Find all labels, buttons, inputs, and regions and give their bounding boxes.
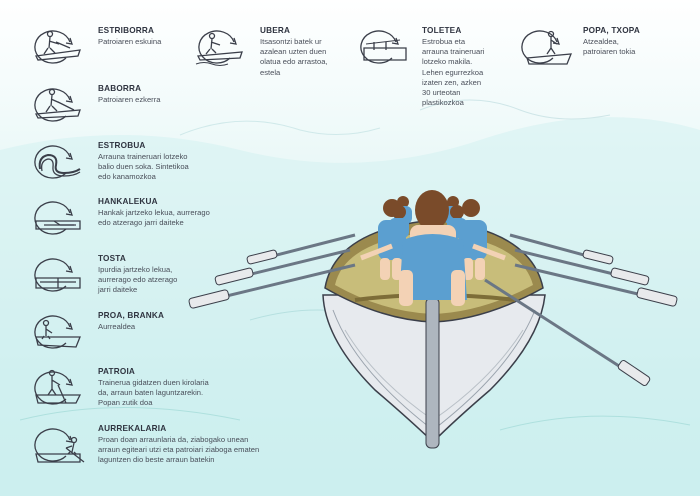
seat-icon bbox=[34, 258, 81, 292]
term-popa: POPA, TXOPA Atzealdea,patroiaren tokia bbox=[521, 26, 693, 65]
oars bbox=[188, 233, 678, 449]
term-estriborra: ESTRIBORRA Patroiaren eskuina bbox=[34, 26, 303, 64]
term-title: PROA, BRANKA bbox=[98, 311, 165, 320]
term-title: ESTRIBORRA bbox=[98, 26, 155, 35]
term-patroia: PATROIA Trainerua gidatzen duen kirolari… bbox=[34, 367, 303, 409]
rower-starboard-icon bbox=[34, 30, 81, 64]
footrest-icon bbox=[34, 201, 81, 235]
term-aurrekalaria: AURREKALARIA Proan doan arraunlaria da, … bbox=[34, 424, 318, 466]
stern-icon bbox=[521, 30, 572, 65]
thole-pin-icon bbox=[360, 30, 407, 64]
term-title: PATROIA bbox=[98, 367, 136, 376]
term-title: TOSTA bbox=[98, 254, 126, 263]
wake-icon bbox=[195, 30, 243, 66]
rowers bbox=[360, 190, 506, 306]
term-desc: Ipurdia jartzeko lekua,aurrerago edo atz… bbox=[98, 265, 178, 295]
term-title: TOLETEA bbox=[422, 26, 462, 35]
term-tosta: TOSTA Ipurdia jartzeko lekua,aurrerago e… bbox=[34, 254, 303, 296]
bow-rower-icon bbox=[34, 428, 85, 463]
bow-icon bbox=[34, 315, 81, 349]
term-desc: Proan doan arraunlaria da, ziabogako une… bbox=[98, 435, 260, 465]
term-desc: Patroiaren eskuina bbox=[98, 37, 162, 46]
trainera-illustration bbox=[188, 190, 678, 449]
term-title: HANKALEKUA bbox=[98, 197, 158, 206]
term-desc: Atzealdea,patroiaren tokia bbox=[583, 37, 636, 57]
rope-loop-icon bbox=[34, 145, 81, 179]
term-desc: Patroiaren ezkerra bbox=[98, 95, 161, 104]
coxswain-icon bbox=[34, 369, 82, 405]
term-baborra: BABORRA Patroiaren ezkerra bbox=[34, 84, 303, 122]
term-hankalekua: HANKALEKUA Hankak jartzeko lekua, aurrer… bbox=[34, 197, 303, 235]
term-title: BABORRA bbox=[98, 84, 142, 93]
term-proa: PROA, BRANKA Aurrealdea bbox=[34, 311, 303, 349]
rower-port-icon bbox=[34, 88, 81, 122]
term-title: ESTROBUA bbox=[98, 141, 146, 150]
term-title: POPA, TXOPA bbox=[583, 26, 640, 35]
term-title: UBERA bbox=[260, 26, 291, 35]
term-desc: Aurrealdea bbox=[98, 322, 136, 331]
term-title: AURREKALARIA bbox=[98, 424, 167, 433]
